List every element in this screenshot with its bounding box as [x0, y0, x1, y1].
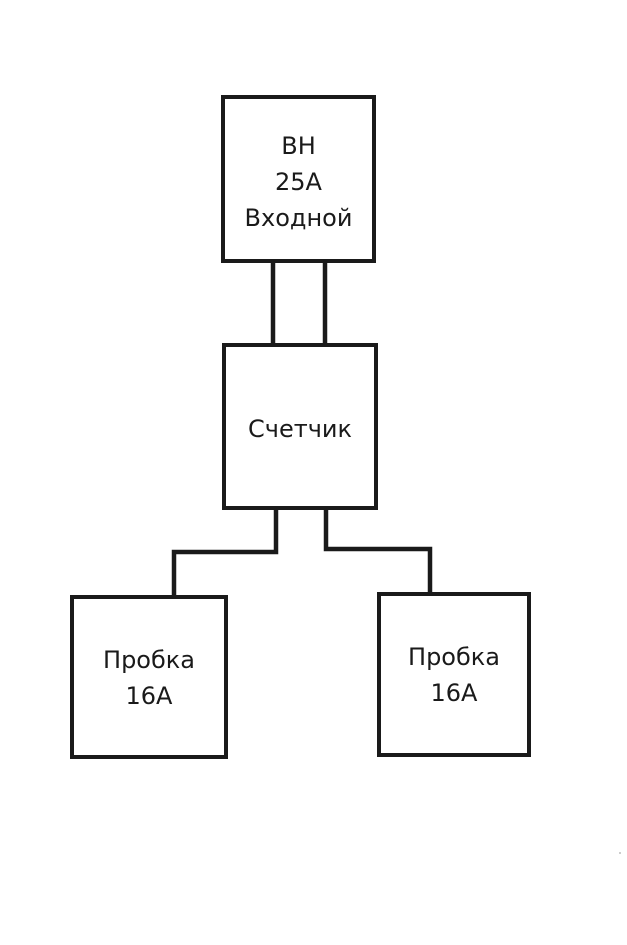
fuse-right-block: Пробка 16А	[377, 592, 531, 757]
input-breaker-type: Входной	[244, 204, 353, 232]
fuse-left-block: Пробка 16А	[70, 595, 228, 759]
input-breaker-block: ВН 25А Входной	[221, 95, 376, 263]
meter-block: Счетчик	[222, 343, 378, 510]
wire-meter-fuse-left	[171, 507, 279, 598]
fuse-left-rating: 16А	[125, 682, 173, 710]
fuse-left-name: Пробка	[103, 646, 195, 674]
meter-label: Счетчик	[248, 415, 352, 443]
fuse-right-name: Пробка	[408, 643, 500, 671]
scan-speck	[619, 852, 621, 854]
input-breaker-rating: 25А	[275, 168, 322, 196]
wire-meter-fuse-right	[323, 507, 433, 595]
fuse-right-rating: 16А	[430, 679, 478, 707]
input-breaker-name: ВН	[281, 132, 316, 160]
